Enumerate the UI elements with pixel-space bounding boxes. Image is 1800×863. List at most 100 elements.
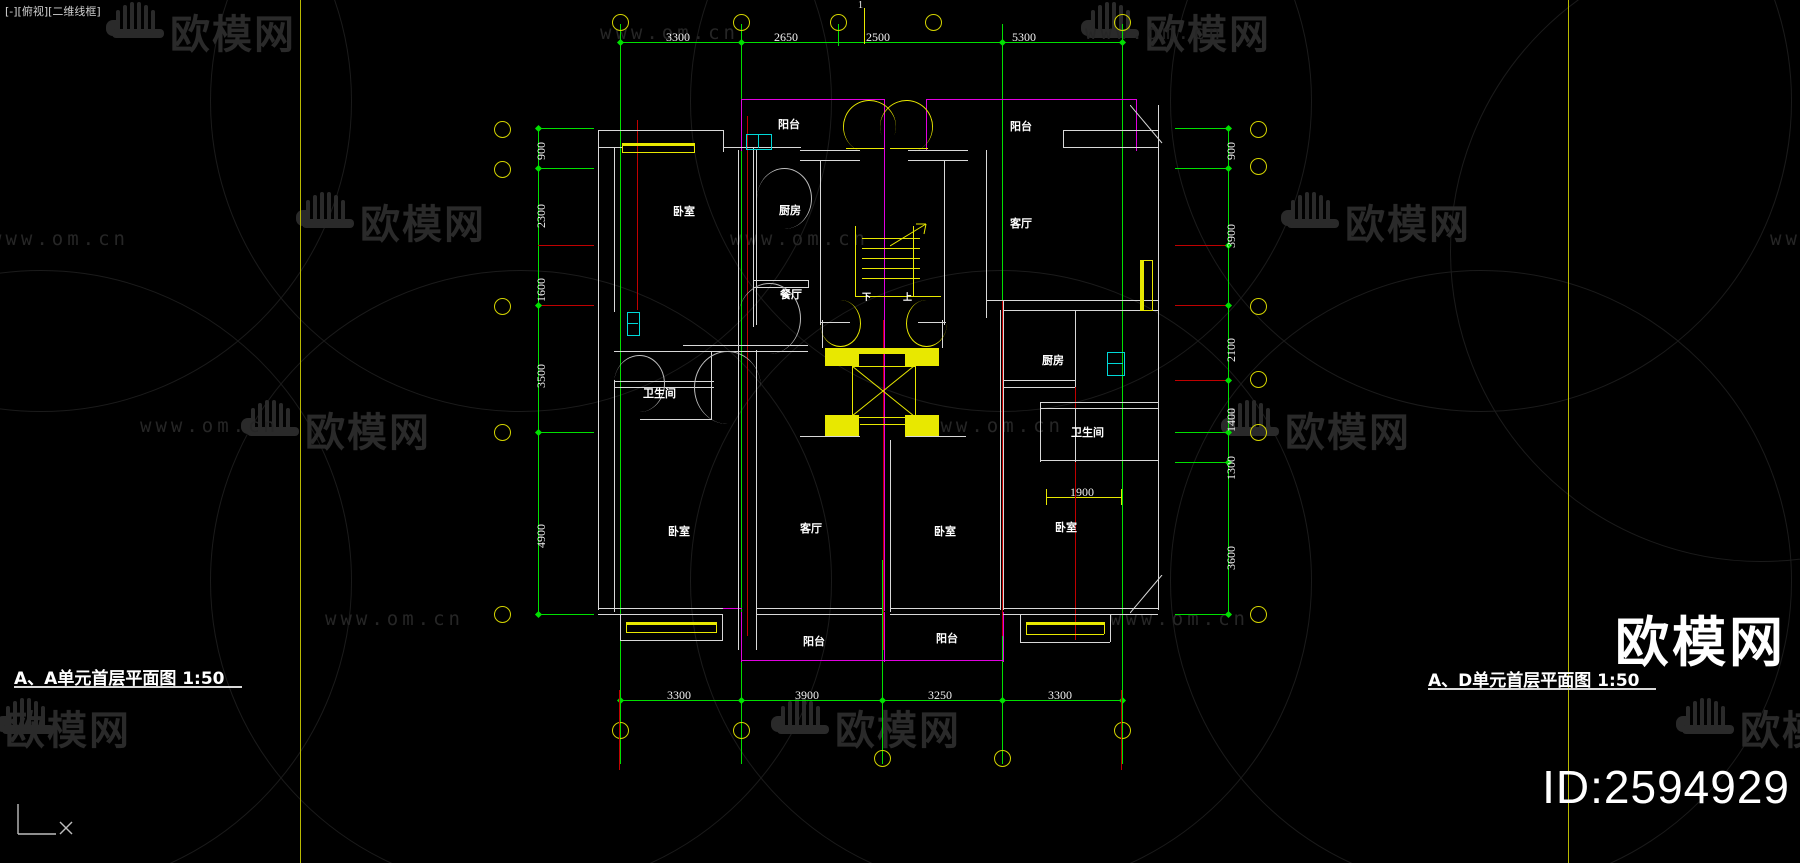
room-label-living-right-top: 客厅: [1010, 217, 1032, 230]
wall: [620, 640, 723, 641]
grid-line-mid: [882, 560, 883, 764]
dim-bottom-4: 3300: [1048, 688, 1072, 702]
dim-line-bottom: [620, 700, 1122, 701]
wall: [1110, 614, 1111, 642]
dim-tick: [1224, 124, 1233, 133]
axis-v-3: [883, 320, 884, 650]
wall: [890, 614, 1000, 615]
wall: [1000, 310, 1001, 610]
grid-bubble-top[interactable]: [1114, 14, 1131, 31]
corner-chamfer: [1130, 105, 1163, 144]
window-block: [622, 143, 694, 146]
sofa-logo-icon: [1281, 192, 1345, 228]
watermark-url: www.om.cn: [1770, 228, 1800, 250]
watermark-brand: 欧模网: [1145, 12, 1271, 58]
sofa-logo-icon: [296, 192, 360, 228]
grid-bubble-right[interactable]: [1250, 424, 1267, 441]
grid-bubble-bottom[interactable]: [733, 722, 750, 739]
watermark-brand: 欧模网: [360, 202, 486, 248]
grid-bubble-bottom[interactable]: [994, 750, 1011, 767]
balcony-outline: [884, 660, 1004, 661]
elevator-shaft: [852, 366, 916, 418]
balcony-outline: [1136, 99, 1137, 151]
sofa-logo-icon: [241, 400, 305, 436]
room-label-bathroom-left: 卫生间: [643, 387, 676, 400]
dim-tick: [534, 164, 543, 173]
dim-tick: [616, 38, 625, 47]
brand-id: ID:2594929: [1542, 761, 1790, 813]
dim-tick: [534, 124, 543, 133]
grid-bubble-right[interactable]: [1250, 606, 1267, 623]
grid-bubble-right[interactable]: [1250, 371, 1267, 388]
room-label-bedroom-lower-right: 卧室: [1055, 521, 1077, 534]
wall: [890, 440, 891, 612]
wall: [808, 280, 809, 288]
grid-bubble-top[interactable]: [612, 14, 629, 31]
grid-bubble-top[interactable]: [830, 14, 847, 31]
window-block: [622, 152, 694, 153]
title-right: A、D单元首层平面图 1:50: [1428, 671, 1640, 691]
window-icon: [758, 134, 759, 148]
axis-v-7: [1121, 690, 1122, 770]
room-label-balcony-right-top: 阳台: [1010, 120, 1032, 133]
grid-bubble-right[interactable]: [1250, 158, 1267, 175]
room-label-bathroom-right: 卫生间: [1071, 426, 1104, 439]
dim-right-4: 1400: [1224, 408, 1238, 432]
wall: [1003, 608, 1158, 609]
sofa-logo-icon: [771, 698, 835, 734]
wall: [1040, 460, 1158, 461]
room-label-balcony-right-bottom: 阳台: [936, 632, 958, 645]
grid-bubble-bottom[interactable]: [612, 722, 629, 739]
watermark-brand: 欧模网: [305, 410, 431, 456]
grid-bubble-top[interactable]: [925, 14, 942, 31]
wall: [1020, 642, 1110, 643]
dim-right-6: 3600: [1224, 546, 1238, 570]
dim-line-left: [538, 128, 539, 616]
grid-bubble-left[interactable]: [494, 424, 511, 441]
title-left: A、A单元首层平面图 1:50: [14, 669, 225, 689]
wall: [906, 436, 966, 437]
wall: [598, 614, 723, 615]
dim-tick: [1118, 38, 1127, 47]
wall: [753, 280, 808, 281]
wall: [1040, 402, 1158, 403]
grid-bubble-left[interactable]: [494, 161, 511, 178]
wall: [1003, 387, 1075, 388]
sofa-logo-icon: [1676, 698, 1740, 734]
watermark-url: www.om.cn: [325, 608, 464, 630]
dim-right-3: 2100: [1224, 338, 1238, 362]
axis-v-5: [1075, 310, 1076, 640]
grid-bubble-right[interactable]: [1250, 121, 1267, 138]
dim-ext-inner: [1046, 489, 1047, 505]
wall: [683, 345, 808, 346]
door-arc-icon: [614, 355, 665, 412]
grid-bubble-left[interactable]: [494, 606, 511, 623]
watermark-brand: 欧模网: [5, 708, 131, 754]
dim-top-3: 2500: [866, 30, 890, 44]
axis-ext-left: [538, 305, 594, 306]
door-arc-icon: [738, 283, 801, 354]
wall: [800, 160, 860, 161]
grid-bubble-top[interactable]: [733, 14, 750, 31]
window-block: [1026, 622, 1027, 634]
window-block: [694, 143, 695, 153]
wall: [614, 380, 615, 612]
window-block: [1152, 260, 1153, 310]
grid-bubble-left[interactable]: [494, 298, 511, 315]
window-icon: [1107, 363, 1123, 364]
axis-v-6: [619, 690, 620, 770]
grid-bubble-right[interactable]: [1250, 298, 1267, 315]
grid-bubble-bottom[interactable]: [1114, 722, 1131, 739]
wall: [800, 150, 860, 151]
wall: [890, 608, 1000, 609]
grid-line-c: [838, 24, 839, 46]
dim-ext-right: [1175, 462, 1230, 463]
wall: [756, 608, 882, 609]
stair-tread: [862, 248, 920, 249]
wall: [722, 614, 723, 640]
grid-bubble-bottom[interactable]: [874, 750, 891, 767]
grid-bubble-left[interactable]: [494, 121, 511, 138]
wall: [944, 160, 945, 325]
dim-left-3: 1600: [534, 278, 548, 302]
